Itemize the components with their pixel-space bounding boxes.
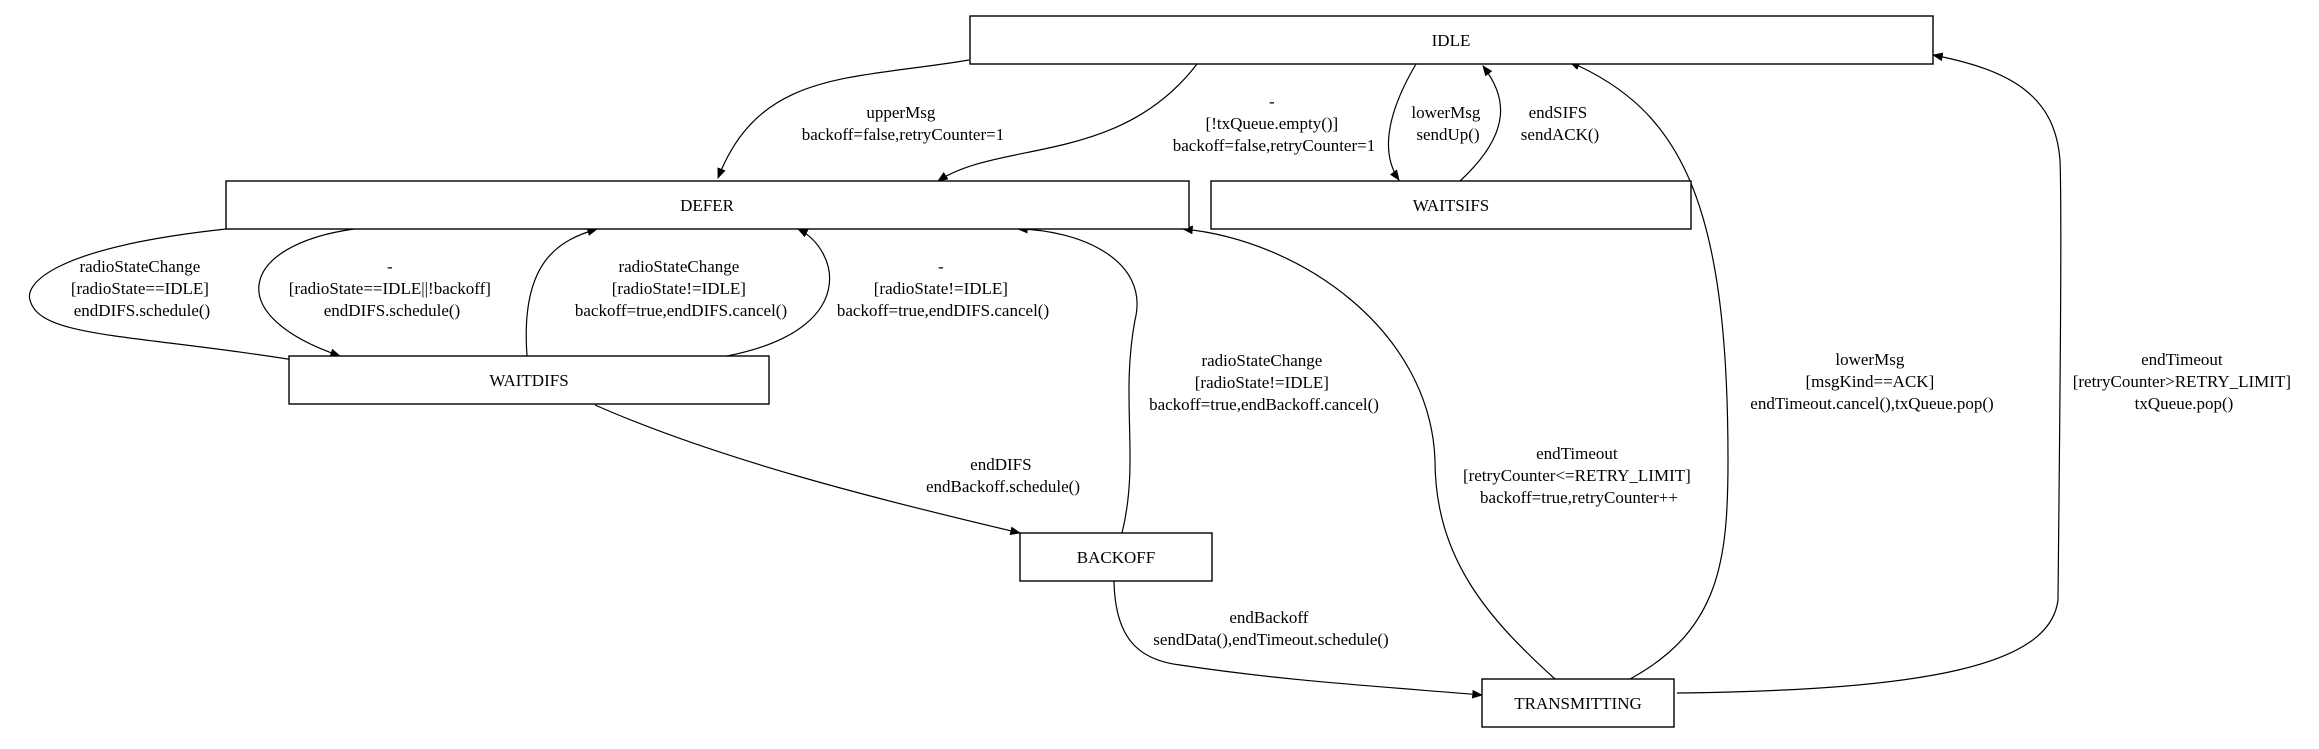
edge-waitdifs-defer-2 [726,228,831,357]
state-defer: DEFER [225,180,1190,230]
label-waitdifs-defer-1: radioStateChange [radioState!=IDLE] back… [575,257,787,320]
state-idle-label: IDLE [1432,31,1471,50]
edge-idle-waitsifs [1387,63,1417,181]
edge-defer-waitdifs-2 [258,228,355,357]
label-idle-defer-1: upperMsg backoff=false,retryCounter=1 [802,103,1004,144]
edge-waitdifs-defer-1 [525,227,599,357]
edges [28,52,2062,699]
edge-labels: upperMsg backoff=false,retryCounter=1 - … [71,92,2296,649]
edge-waitsifs-idle [1459,65,1502,182]
label-defer-waitdifs-2: - [radioState==IDLE||!backoff] endDIFS.s… [289,257,495,320]
state-defer-label: DEFER [680,196,735,215]
label-backoff-transmitting: endBackoff sendData(),endTimeout.schedul… [1153,608,1388,649]
state-waitdifs-label: WAITDIFS [489,371,568,390]
state-transmitting: TRANSMITTING [1481,678,1675,728]
edge-waitdifs-backoff [594,404,1022,535]
state-waitsifs-label: WAITSIFS [1413,196,1490,215]
edge-transmitting-defer [1181,225,1556,680]
state-idle: IDLE [969,15,1934,65]
label-transmitting-defer: endTimeout [retryCounter<=RETRY_LIMIT] b… [1463,444,1695,507]
edge-defer-waitdifs-1 [28,228,332,369]
edge-backoff-defer [1016,224,1138,534]
edge-transmitting-idle-2 [1676,52,2062,694]
edge-idle-defer-2 [937,63,1198,182]
edge-transmitting-idle-1 [1569,61,1729,680]
state-transmitting-label: TRANSMITTING [1514,694,1642,713]
label-waitdifs-backoff: endDIFS endBackoff.schedule() [926,455,1080,496]
edge-idle-defer-1 [717,59,970,180]
label-transmitting-idle-1: lowerMsg [msgKind==ACK] endTimeout.cance… [1750,350,1993,413]
label-backoff-defer: radioStateChange [radioState!=IDLE] back… [1149,351,1379,414]
label-idle-defer-2: - [!txQueue.empty()] backoff=false,retry… [1173,92,1375,155]
edge-backoff-transmitting [1113,580,1484,699]
state-backoff: BACKOFF [1019,532,1213,582]
label-waitsifs-idle: endSIFS sendACK() [1521,103,1599,144]
state-backoff-label: BACKOFF [1077,548,1155,567]
label-waitdifs-defer-2: - [radioState!=IDLE] backoff=true,endDIF… [837,257,1049,320]
state-waitdifs: WAITDIFS [288,355,770,405]
label-defer-waitdifs-1: radioStateChange [radioState==IDLE] endD… [71,257,213,320]
label-idle-waitsifs: lowerMsg sendUp() [1411,103,1484,144]
state-waitsifs: WAITSIFS [1210,180,1692,230]
label-transmitting-idle-2: endTimeout [retryCounter>RETRY_LIMIT] tx… [2073,350,2296,413]
